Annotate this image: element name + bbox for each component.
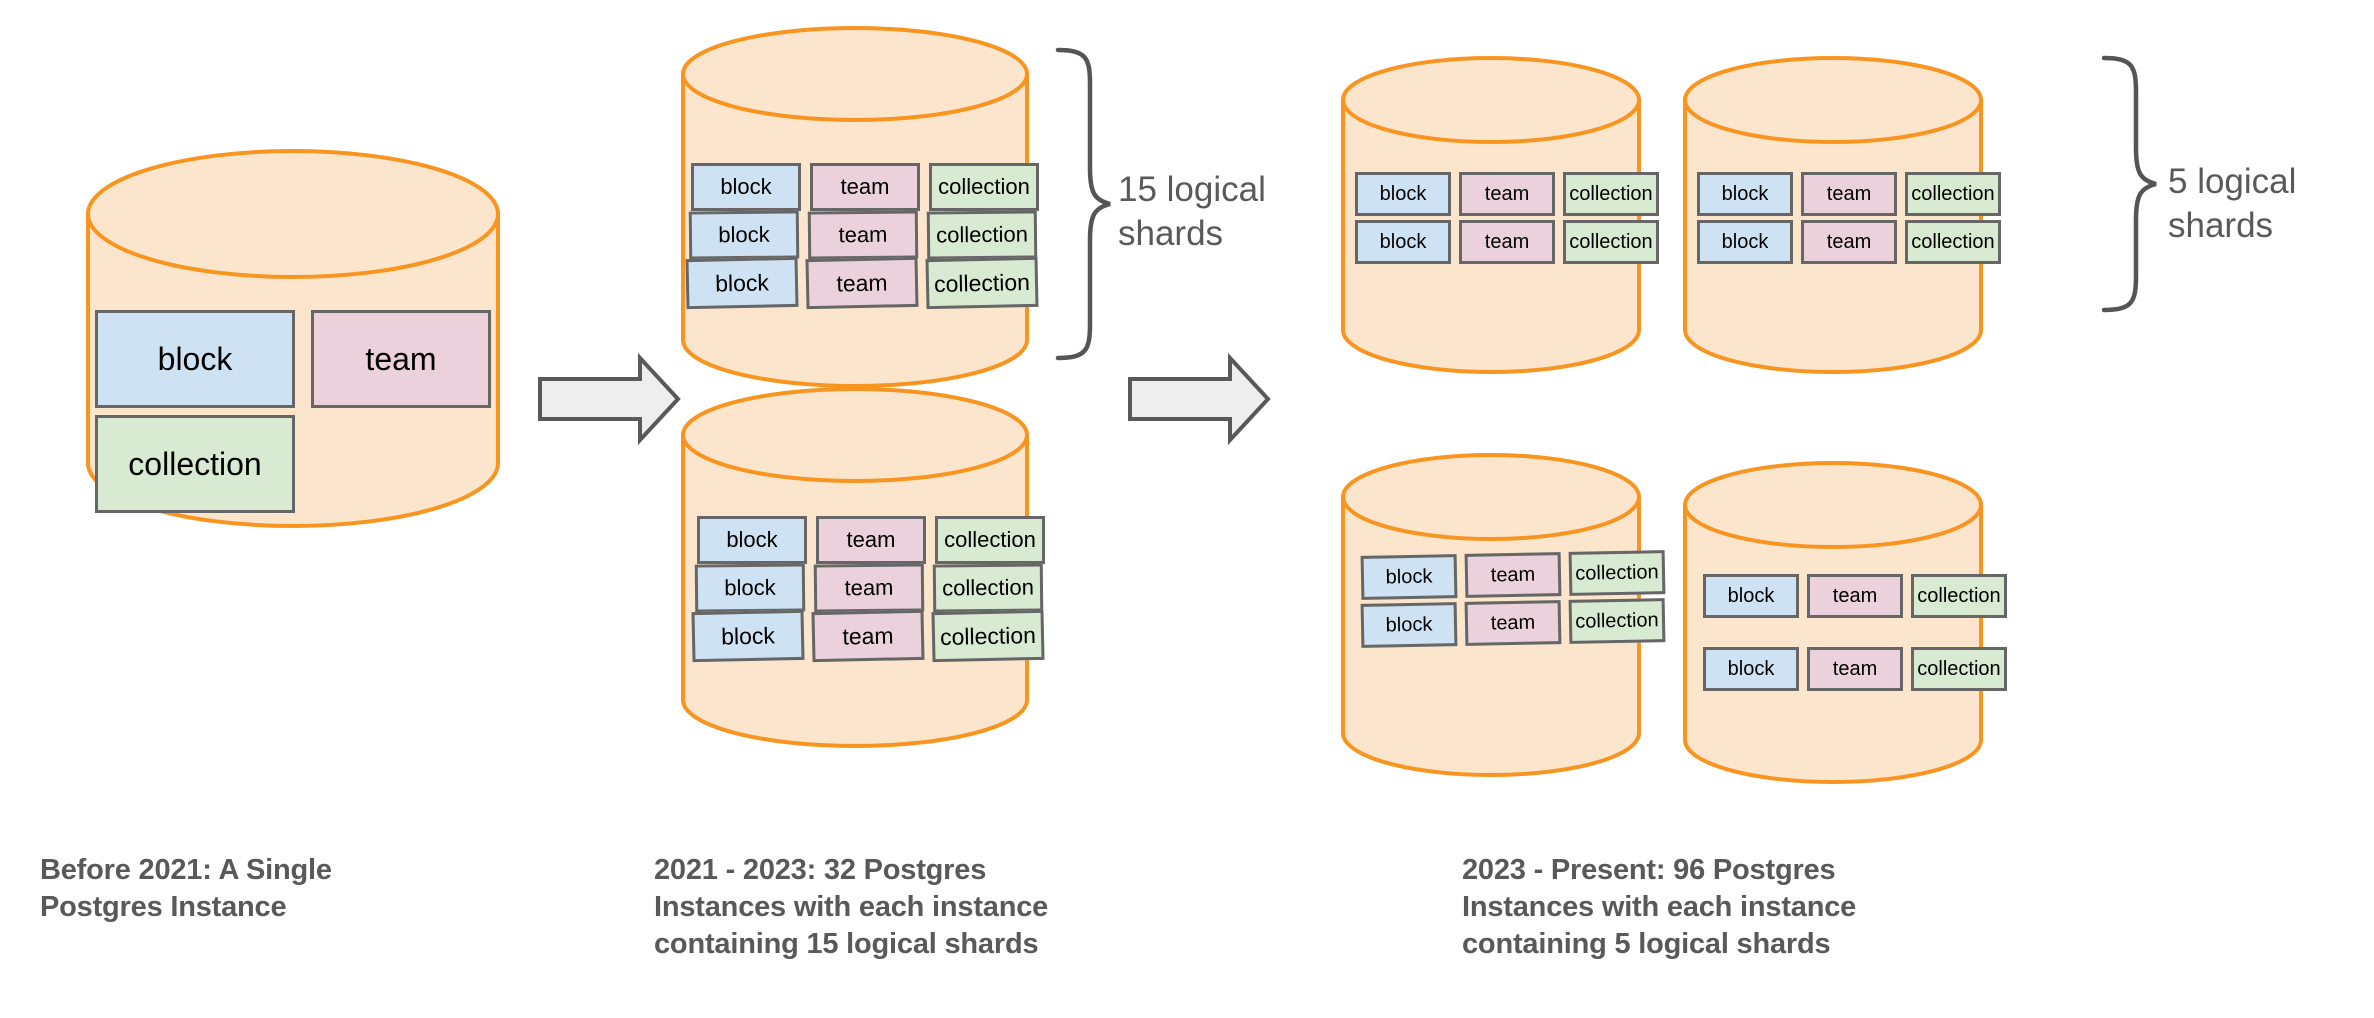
shard-box-team[interactable]: team (805, 256, 919, 310)
caption-line: 2023 - Present: 96 Postgres (1462, 854, 1836, 886)
brace-label-15-shards: 15 logical shards (1118, 168, 1348, 256)
caption-line: Instances with each instance (654, 891, 1049, 924)
caption-line: containing 15 logical shards (654, 928, 1039, 961)
shard-box-block[interactable]: block (691, 609, 805, 663)
shard-box-collection[interactable]: collection (1911, 574, 2007, 618)
shard-box-team[interactable]: team (1801, 220, 1897, 264)
shard-box-team[interactable]: team (810, 163, 920, 211)
shard-box-block[interactable]: block (688, 210, 800, 260)
brace-label-line: 5 logical (2168, 162, 2297, 201)
shard-box-collection[interactable]: collection (1568, 550, 1666, 596)
brace-label-line: 15 logical (1118, 170, 1266, 209)
brace-15-shards (1055, 47, 1111, 361)
shard-box-team[interactable]: team (1801, 172, 1897, 216)
cylinder-3-1 (1341, 56, 1641, 374)
shard-box-collection[interactable]: collection (931, 609, 1045, 663)
shard-box-block[interactable]: block (691, 163, 801, 211)
shard-box-block[interactable]: block (685, 256, 799, 310)
shard-box-collection[interactable]: collection (1911, 647, 2007, 691)
shard-box-team[interactable]: team (813, 563, 925, 613)
shard-box-team[interactable]: team (816, 516, 926, 564)
shard-box-team[interactable]: team (811, 609, 925, 663)
shard-box-team[interactable]: team (807, 210, 919, 260)
shard-box-collection[interactable]: collection (925, 256, 1039, 310)
brace-label-line: shards (2168, 205, 2274, 245)
shard-box-block[interactable]: block (1697, 172, 1793, 216)
shard-box-block[interactable]: block (1355, 172, 1451, 216)
caption-line: Before 2021: A Single (40, 854, 332, 886)
shard-box-collection[interactable]: collection (1563, 220, 1659, 264)
shard-box-collection[interactable]: collection (935, 516, 1045, 564)
shard-box-block[interactable]: block (1697, 220, 1793, 264)
caption-line: containing 5 logical shards (1462, 928, 1831, 961)
shard-box-block[interactable]: block (1703, 574, 1799, 618)
cylinder-3-4 (1683, 461, 1983, 784)
caption-line: Instances with each instance (1462, 891, 1857, 924)
shard-box-block[interactable]: block (1355, 220, 1451, 264)
shard-box-block[interactable]: block (1360, 554, 1458, 600)
shard-box-team[interactable]: team (1807, 647, 1903, 691)
caption-line: 2021 - 2023: 32 Postgres (654, 854, 987, 886)
brace-label-5-shards: 5 logical shards (2168, 160, 2374, 248)
shard-box-collection[interactable]: collection (1905, 172, 2001, 216)
shard-box-block[interactable]: block (1360, 602, 1458, 648)
brace-5-shards (2101, 55, 2157, 313)
shard-box-block[interactable]: block (697, 516, 807, 564)
shard-box-collection[interactable]: collection (1905, 220, 2001, 264)
shard-box-team[interactable]: team (1459, 172, 1555, 216)
arrow-1 (538, 352, 681, 446)
stage-3-caption: 2023 - Present: 96 Postgres Instances wi… (1462, 852, 2082, 963)
shard-box-collection[interactable]: collection (95, 415, 295, 513)
brace-label-line: shards (1118, 213, 1224, 253)
shard-box-block[interactable]: block (95, 310, 295, 408)
shard-box-collection[interactable]: collection (1563, 172, 1659, 216)
shard-box-block[interactable]: block (694, 563, 806, 613)
caption-line: Postgres Instance (40, 891, 287, 924)
shard-box-team[interactable]: team (1464, 552, 1562, 598)
shard-box-block[interactable]: block (1703, 647, 1799, 691)
shard-box-team[interactable]: team (1464, 600, 1562, 646)
shard-box-collection[interactable]: collection (929, 163, 1039, 211)
shard-box-team[interactable]: team (1807, 574, 1903, 618)
shard-box-team[interactable]: team (311, 310, 491, 408)
stage-2-caption: 2021 - 2023: 32 Postgres Instances with … (654, 852, 1254, 963)
shard-box-collection[interactable]: collection (926, 210, 1038, 260)
stage-1-caption: Before 2021: A Single Postgres Instance (40, 852, 510, 926)
shard-box-team[interactable]: team (1459, 220, 1555, 264)
arrow-2 (1128, 352, 1271, 446)
shard-box-collection[interactable]: collection (932, 563, 1044, 613)
shard-box-collection[interactable]: collection (1568, 598, 1666, 644)
